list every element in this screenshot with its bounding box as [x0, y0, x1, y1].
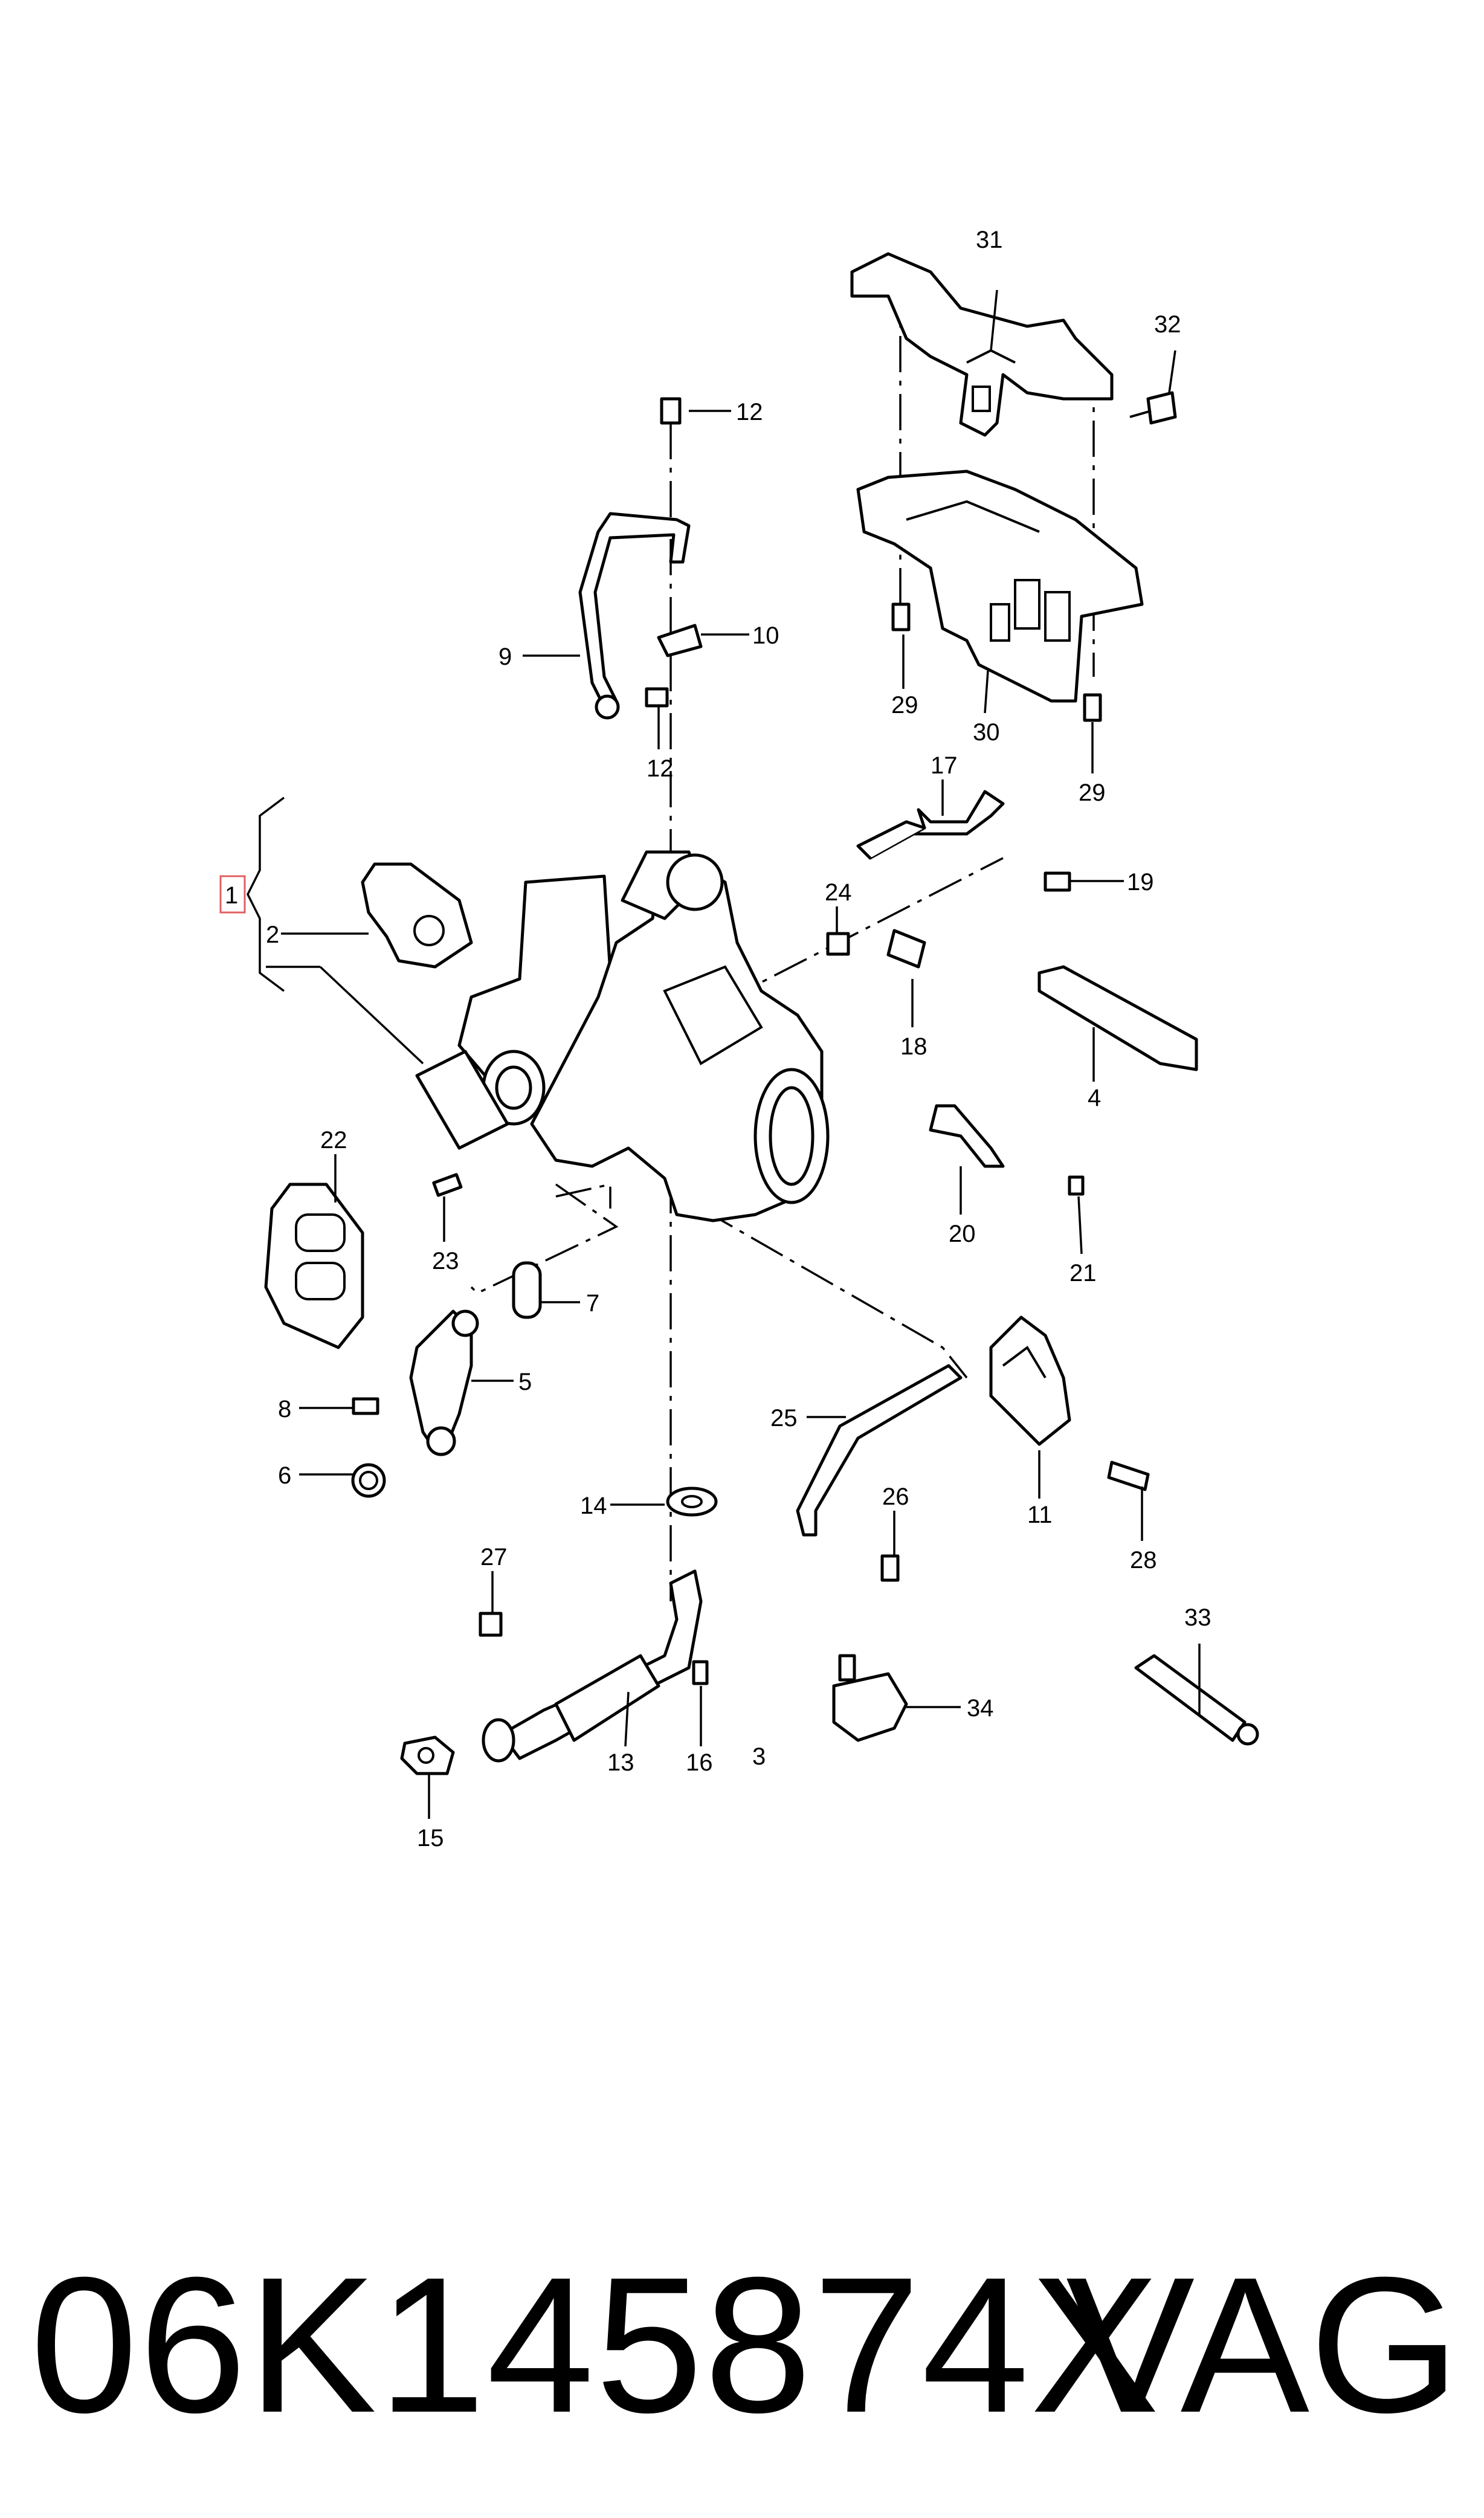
- callout-32: 32: [1154, 311, 1181, 338]
- callout-7: 7: [586, 1290, 599, 1317]
- callout-2: 2: [266, 922, 279, 948]
- callout-13: 13: [607, 1749, 634, 1776]
- gasket-part-18: [886, 929, 926, 969]
- gasket-part-10: [657, 624, 703, 657]
- callout-14: 14: [580, 1493, 607, 1519]
- bolt-part-21: [1068, 1175, 1085, 1196]
- callout-15: 15: [417, 1825, 444, 1851]
- heat-shield-part-11: [989, 1315, 1071, 1446]
- support-bar-part-25: [796, 1364, 963, 1537]
- callout-11: 11: [1027, 1502, 1053, 1528]
- heat-sleeve-part-4: [1037, 965, 1198, 1071]
- gasket-part-7: [512, 1261, 542, 1319]
- callout-34: 34: [967, 1695, 994, 1722]
- callout-29-left: 29: [891, 692, 918, 718]
- brand-name: VAG: [1065, 2236, 1460, 2453]
- stud-part-23: [432, 1173, 463, 1197]
- gasket-part-14: [666, 1487, 718, 1517]
- coolant-pipe-part-17: [856, 790, 1005, 860]
- callout-33: 33: [1184, 1604, 1211, 1631]
- callout-18: 18: [900, 1033, 928, 1060]
- callout-22: 22: [320, 1127, 347, 1154]
- callout-31: 31: [976, 227, 1003, 253]
- bracket-part-20: [929, 1104, 1005, 1168]
- nut-part-24: [826, 932, 850, 956]
- leader-lines: [281, 289, 1201, 1819]
- callout-23: 23: [432, 1248, 459, 1274]
- footer: 06K145874X VAG: [0, 2236, 1484, 2465]
- callout-28: 28: [1130, 1547, 1157, 1574]
- bracket-part-31: [850, 252, 1114, 437]
- callout-6: 6: [278, 1462, 291, 1489]
- callout-9: 9: [498, 644, 512, 670]
- callout-25: 25: [770, 1405, 798, 1432]
- sealant-tube-part-33: [1134, 1654, 1259, 1746]
- flex-pipe-part-13: [482, 1569, 703, 1763]
- bolt-part-12-lower: [645, 687, 669, 708]
- callout-29-right: 29: [1079, 780, 1106, 806]
- callout-27: 27: [480, 1544, 508, 1571]
- bolt-part-8: [352, 1397, 379, 1415]
- callout-24: 24: [825, 879, 852, 906]
- part-number: 06K145874X: [30, 2236, 1161, 2453]
- bolt-part-28: [1107, 1461, 1150, 1491]
- gasket-part-22: [264, 1183, 364, 1349]
- oil-pipe-part-9: [578, 512, 691, 720]
- heat-shield-part-30: [856, 470, 1144, 703]
- callout-3: 3: [752, 1743, 766, 1770]
- actuator-part-2: [361, 862, 473, 969]
- callout-12-top: 12: [736, 399, 763, 425]
- bolt-part-12-top: [660, 397, 682, 425]
- valve-part-34: [832, 1654, 908, 1742]
- callout-20: 20: [949, 1221, 976, 1247]
- callout-1: 1: [225, 882, 238, 909]
- bolt-part-29-right: [1083, 693, 1102, 722]
- bolt-part-19: [1044, 871, 1071, 892]
- seal-ring-part-6: [351, 1463, 386, 1498]
- bolt-part-26: [880, 1554, 900, 1582]
- callout-26: 26: [882, 1483, 909, 1510]
- callout-8: 8: [278, 1396, 291, 1422]
- callout-19: 19: [1127, 869, 1154, 896]
- callout-10: 10: [752, 622, 779, 649]
- callout-12-lower: 12: [647, 755, 674, 782]
- callout-21: 21: [1069, 1260, 1097, 1286]
- bolt-part-32: [1129, 391, 1177, 425]
- stud-part-16: [692, 1660, 709, 1685]
- turbocharger-part-1: [415, 850, 830, 1222]
- callout-labels: 1 2 3 4 5 6 7 8 9 10 11 12 12 13 14 15 1…: [225, 227, 1211, 1851]
- gasket-part-15: [400, 1735, 455, 1775]
- callout-17: 17: [931, 752, 958, 779]
- callout-5: 5: [518, 1369, 532, 1395]
- pipe-part-5: [409, 1309, 479, 1456]
- callout-30: 30: [973, 719, 1000, 746]
- callout-4: 4: [1088, 1085, 1101, 1111]
- exploded-parts-diagram: 1 2 3 4 5 6 7 8 9 10 11 12 12 13 14 15 1…: [219, 227, 1259, 1851]
- plug-part-27: [479, 1612, 503, 1637]
- bolt-part-29-left: [891, 602, 911, 631]
- group-brace: [219, 796, 424, 1065]
- callout-16: 16: [686, 1749, 713, 1776]
